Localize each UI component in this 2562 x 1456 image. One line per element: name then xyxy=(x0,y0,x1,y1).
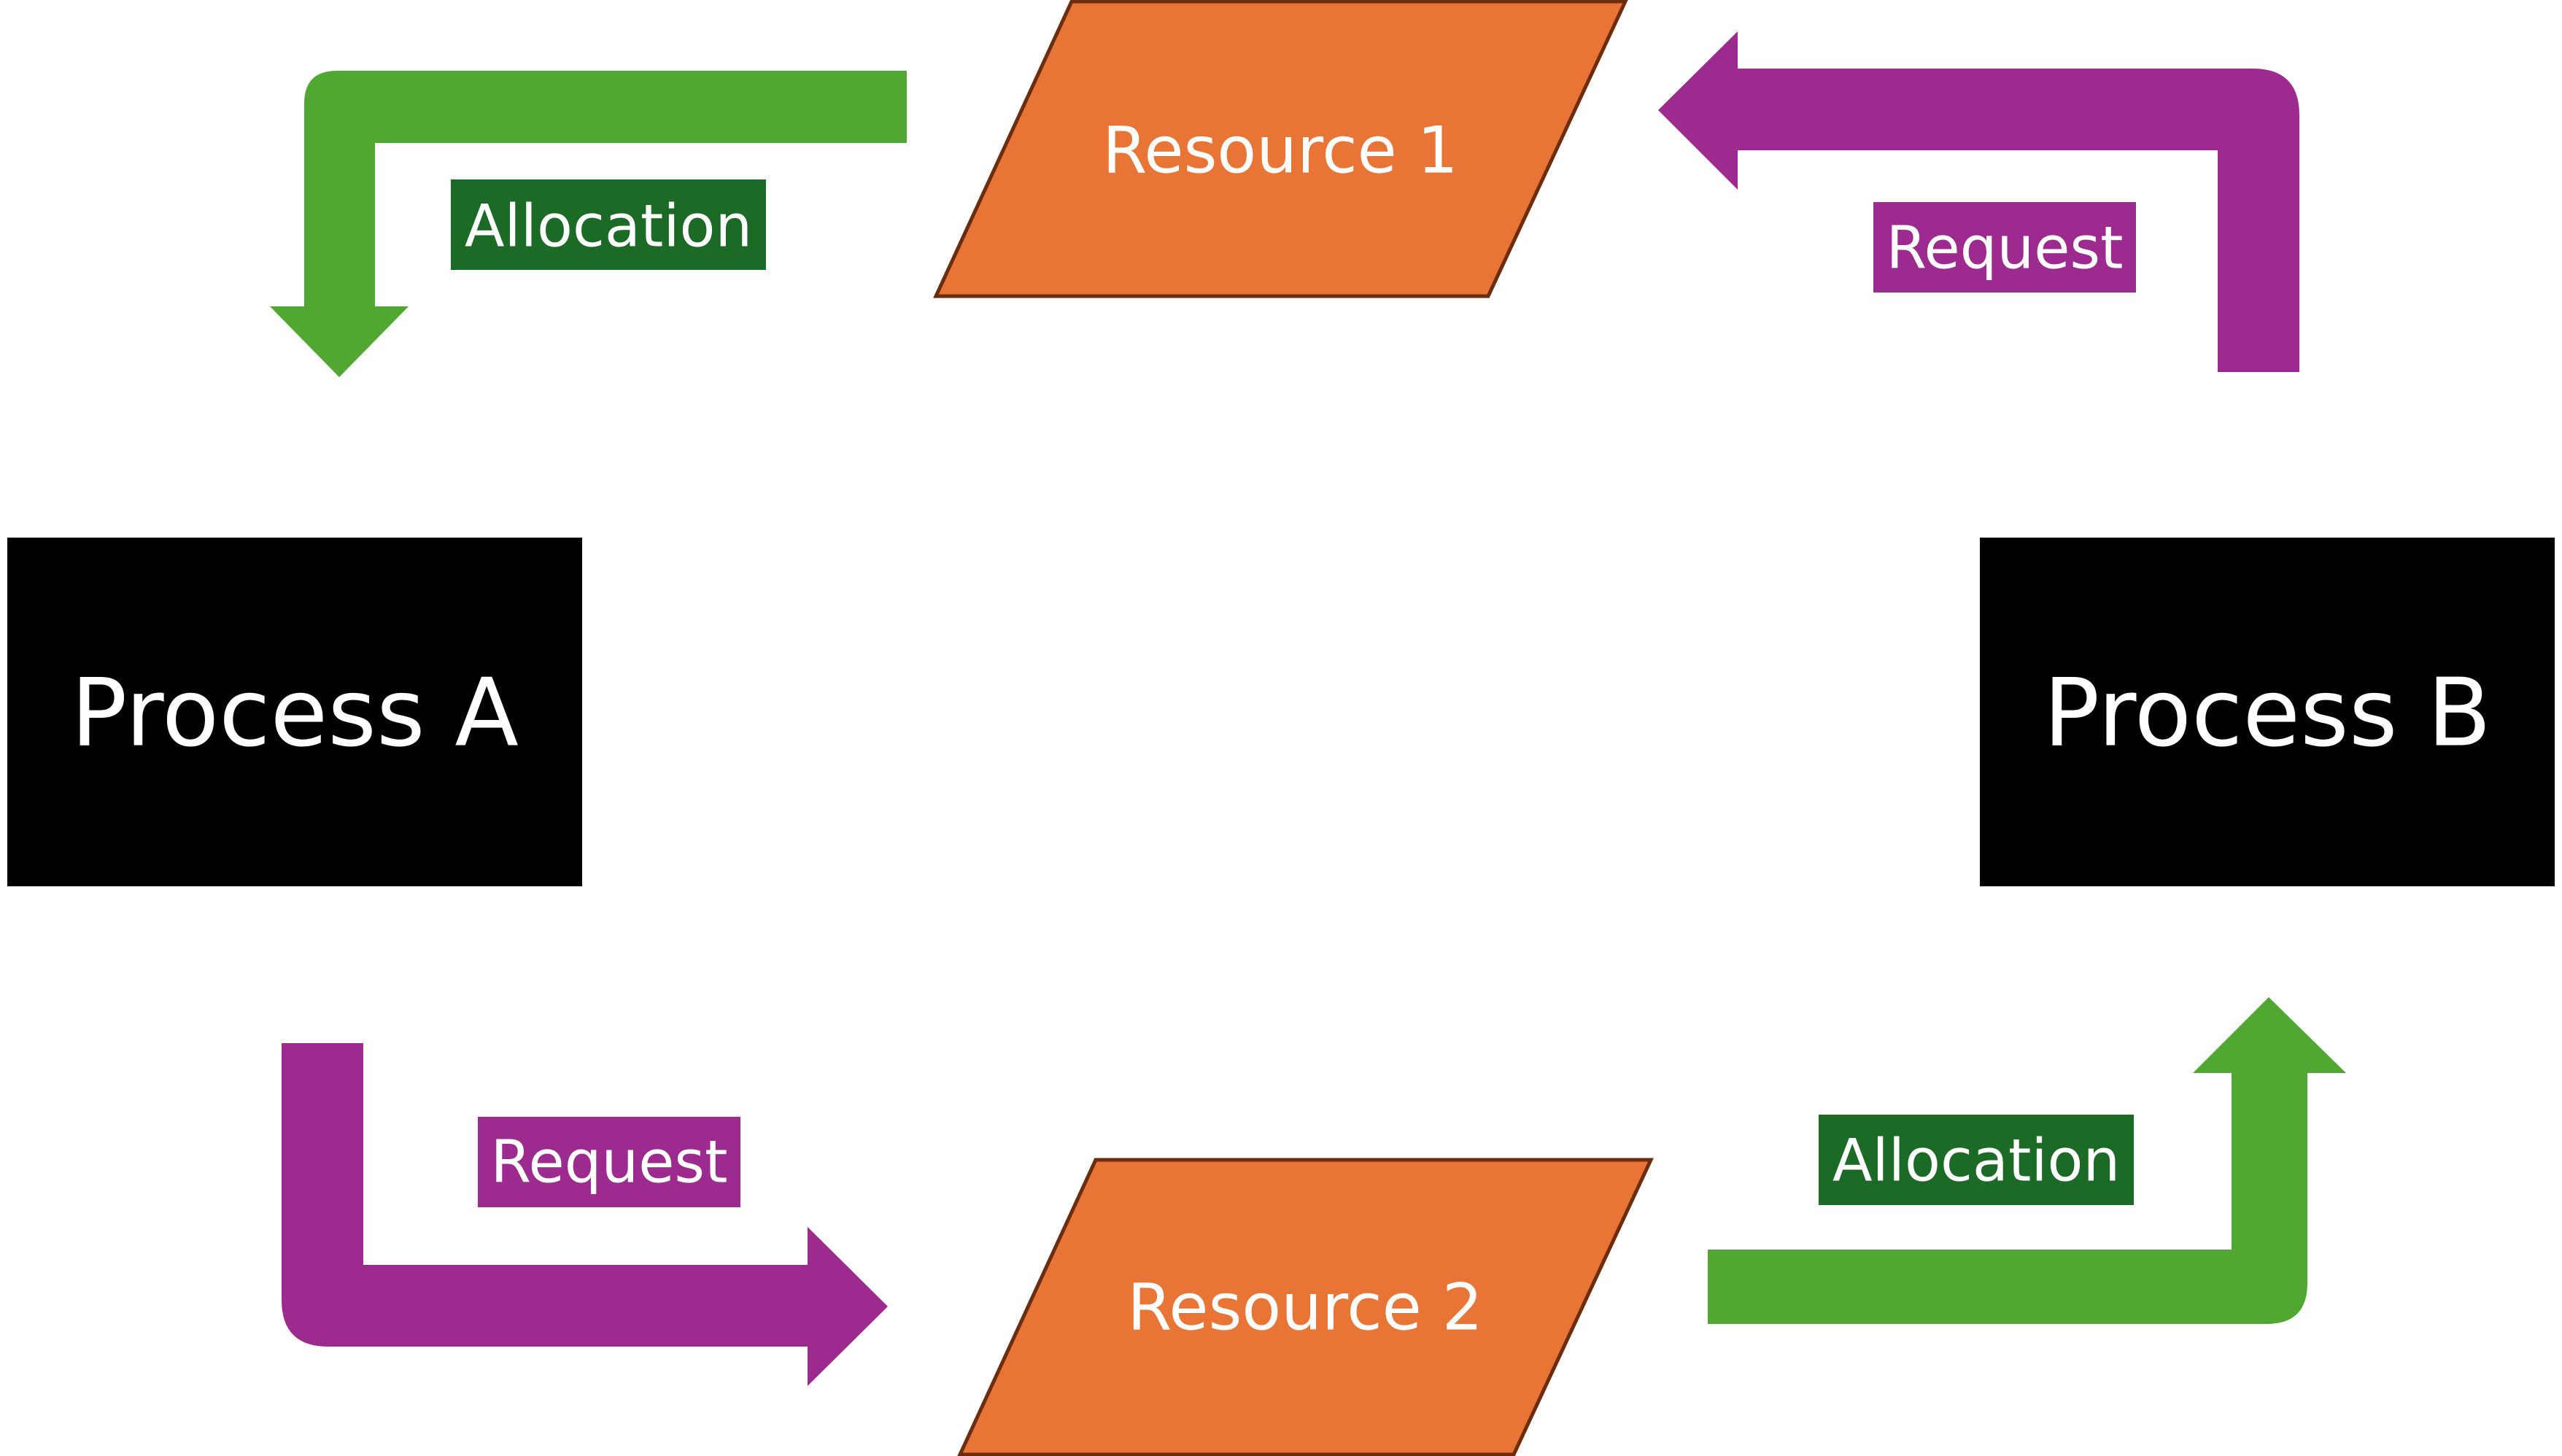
resource-1-node: Resource 1 xyxy=(933,0,1628,298)
request-label: Request xyxy=(1886,214,2124,282)
allocation-label-box xyxy=(451,179,766,270)
allocation-arrow-r2-to-b xyxy=(1708,997,2346,1324)
process-a-box xyxy=(7,538,582,886)
allocation-arrow-r1-to-a xyxy=(270,71,907,377)
resource-1-label: Resource 1 xyxy=(1102,113,1458,188)
edge-request-b-to-r1: Request xyxy=(1658,31,2299,372)
request-arrow-b-to-r1 xyxy=(1658,31,2299,372)
request-label: Request xyxy=(491,1128,728,1196)
resource-2-label: Resource 2 xyxy=(1127,1270,1483,1345)
allocation-label: Allocation xyxy=(465,193,752,260)
request-arrow-a-to-r2 xyxy=(282,1043,888,1386)
process-b-node: Process B xyxy=(1980,538,2555,886)
allocation-label: Allocation xyxy=(1833,1127,2120,1195)
process-b-box xyxy=(1980,538,2555,886)
process-a-label: Process A xyxy=(71,659,519,768)
resource-2-shape xyxy=(957,1158,1654,1456)
process-b-label: Process B xyxy=(2043,659,2491,768)
edge-allocation-r1-to-a: Allocation xyxy=(270,71,907,377)
edge-request-a-to-r2: Request xyxy=(282,1043,888,1386)
allocation-label-box xyxy=(1819,1115,2134,1205)
resource-2-node: Resource 2 xyxy=(957,1158,1654,1456)
request-label-box xyxy=(478,1117,740,1207)
process-a-node: Process A xyxy=(7,538,582,886)
request-label-box xyxy=(1873,202,2136,293)
resource-1-shape xyxy=(933,0,1628,298)
edge-allocation-r2-to-b: Allocation xyxy=(1708,997,2346,1324)
